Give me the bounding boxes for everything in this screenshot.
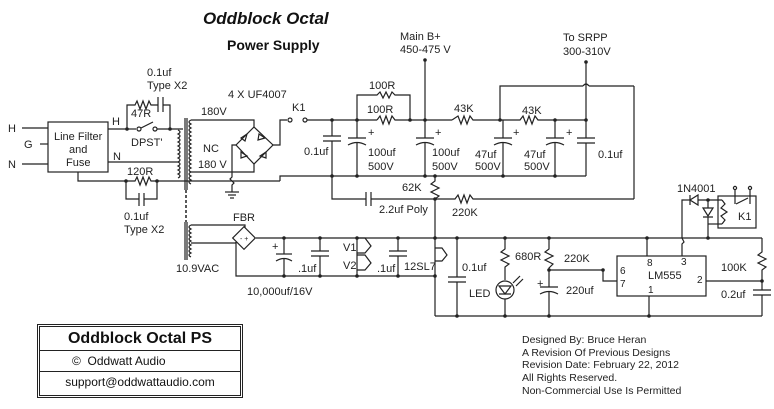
cap-heater-a-label: .1uf bbox=[298, 263, 317, 275]
cap-47-b-value: 47uf bbox=[524, 149, 546, 161]
title-block-company: Oddwatt Audio bbox=[87, 354, 166, 368]
cap-47-a-voltage: 500V bbox=[475, 161, 501, 173]
heater-v2-label: V2 bbox=[343, 260, 356, 272]
cap-01-a-label: 0.1uf bbox=[304, 146, 329, 158]
cap-47-b-voltage: 500V bbox=[524, 161, 550, 173]
credit-line: Non-Commercial Use Is Permitted bbox=[522, 384, 682, 397]
relay-delay-timer: 0.1uf 680R LED + 220K 220uf LM555 8 3 6 … bbox=[435, 183, 771, 318]
filter-out-n-label: N bbox=[113, 151, 121, 163]
led-label: LED bbox=[469, 288, 490, 300]
snubber-cap-value: 0.1uf bbox=[147, 67, 172, 79]
pin-2-label: 2 bbox=[697, 275, 703, 286]
relay-coil-label: K1 bbox=[738, 211, 751, 223]
switch-label: DPST' bbox=[131, 137, 162, 149]
ground-res-label: 120R bbox=[127, 166, 153, 178]
res-43k-b-label: 43K bbox=[522, 105, 542, 117]
secondary-top-label: 180V bbox=[201, 106, 227, 118]
bridge-minus-sign: - + bbox=[240, 236, 248, 243]
heater-circuit: 10.9VAC - + FBR + 10,000uf/16V .1uf V1 V… bbox=[176, 212, 448, 298]
title-block: Oddblock Octal PS © Oddwatt Audio suppor… bbox=[37, 324, 243, 398]
schematic-title: Oddblock Octal bbox=[203, 9, 330, 28]
pin-7-label: 7 bbox=[620, 279, 626, 290]
filter-label-1: Line Filter bbox=[54, 131, 103, 143]
filter-label-3: Fuse bbox=[66, 157, 90, 169]
filter-out-h-label: H bbox=[112, 116, 120, 128]
line-filter: Line Filter and Fuse H N bbox=[47, 116, 121, 173]
cap-poly-label: 2.2uf Poly bbox=[379, 204, 428, 216]
title-block-email: support@oddwattaudio.com bbox=[65, 375, 215, 389]
copyright-icon: © bbox=[72, 354, 81, 368]
diode-1n4001-label: 1N4001 bbox=[677, 183, 716, 195]
srpp-voltage: 300-310V bbox=[563, 46, 611, 58]
cap-47-a-value: 47uf bbox=[475, 149, 497, 161]
tube-label: 12SL7 bbox=[404, 261, 436, 273]
mains-n-label: N bbox=[8, 159, 16, 171]
secondary-bottom-label: 180 V bbox=[198, 159, 227, 171]
primary-switch-network: 0.1uf Type X2 47R DPST' bbox=[108, 67, 187, 163]
bridge-rectifier: 4 X UF4007 K1 bbox=[225, 89, 308, 199]
srpp-label: To SRPP bbox=[563, 32, 608, 44]
res-100r-a-label: 100R bbox=[369, 80, 395, 92]
mains-g-label: G bbox=[24, 139, 33, 151]
plus-sign: + bbox=[368, 127, 374, 139]
heater-secondary-label: 10.9VAC bbox=[176, 263, 219, 275]
main-b-voltage: 450-475 V bbox=[400, 44, 451, 56]
title-block-company-row: © Oddwatt Audio bbox=[40, 351, 240, 372]
schematic-subtitle: Power Supply bbox=[227, 37, 320, 53]
res-220k-b-label: 220K bbox=[564, 253, 590, 265]
credit-line: Designed By: Bruce Heran bbox=[522, 334, 647, 346]
credit-line: All Rights Reserved. bbox=[522, 372, 618, 385]
cap-100-b-voltage: 500V bbox=[432, 161, 458, 173]
timer-ic-label: LM555 bbox=[648, 270, 682, 282]
credit-line: Revision Date: February 22, 2012 bbox=[522, 359, 680, 372]
fbr-label: FBR bbox=[233, 212, 255, 224]
cap-10000-label: 10,000uf/16V bbox=[247, 286, 313, 298]
ground-cap-type: Type X2 bbox=[124, 224, 164, 236]
plus-sign: + bbox=[435, 127, 441, 139]
plus-sign: + bbox=[513, 127, 519, 139]
pin-8-label: 8 bbox=[647, 258, 653, 269]
hv-return-rail: 62K 2.2uf Poly 220K bbox=[279, 174, 634, 316]
cap-100-a-value: 100uf bbox=[368, 147, 396, 159]
heater-v1-label: V1 bbox=[343, 242, 356, 254]
res-100k-label: 100K bbox=[721, 262, 747, 274]
snubber-res-label: 47R bbox=[131, 108, 151, 120]
credit-line: A Revision Of Previous Designs bbox=[522, 346, 671, 359]
cap-100-b-value: 100uf bbox=[432, 147, 460, 159]
cap-01-b-label: 0.1uf bbox=[598, 149, 623, 161]
cap-220-label: 220uf bbox=[566, 285, 594, 297]
plus-sign: + bbox=[272, 241, 278, 253]
plus-sign: + bbox=[566, 127, 572, 139]
pin-3-label: 3 bbox=[681, 257, 687, 268]
b-plus-rail: 100R 100R 43K 43K Main B+ 450-475 V To S… bbox=[307, 31, 635, 199]
mains-h-label: H bbox=[8, 123, 16, 135]
mains-input: H G N bbox=[8, 123, 48, 171]
secondary-center-label: NC bbox=[203, 143, 219, 155]
res-43k-a-label: 43K bbox=[454, 103, 474, 115]
res-100r-b-label: 100R bbox=[367, 104, 393, 116]
credits-block: Designed By: Bruce Heran A Revision Of P… bbox=[522, 334, 681, 398]
res-680r-label: 680R bbox=[515, 251, 541, 263]
pin-6-label: 6 bbox=[620, 266, 626, 277]
power-transformer: 180V NC 180 V bbox=[176, 106, 255, 222]
pin-1-label: 1 bbox=[648, 285, 654, 296]
res-62k-label: 62K bbox=[402, 182, 422, 194]
rectifier-label: 4 X UF4007 bbox=[228, 89, 287, 101]
main-b-label: Main B+ bbox=[400, 31, 441, 43]
cap-100-a-voltage: 500V bbox=[368, 161, 394, 173]
filter-label-2: and bbox=[69, 144, 87, 156]
cap-heater-b-label: .1uf bbox=[377, 263, 396, 275]
cap-02-label: 0.2uf bbox=[721, 289, 746, 301]
cap-01-c-label: 0.1uf bbox=[462, 262, 487, 274]
res-220k-a-label: 220K bbox=[452, 207, 478, 219]
plus-sign: + bbox=[537, 278, 543, 290]
filter-capacitors: 0.1uf + 100uf 500V + 100uf 500V + 47uf 5… bbox=[304, 120, 623, 176]
ground-network: 120R 0.1uf Type X2 bbox=[77, 166, 280, 236]
title-block-name: Oddblock Octal PS bbox=[40, 327, 240, 351]
snubber-cap-type: Type X2 bbox=[147, 80, 187, 92]
relay-contact-label: K1 bbox=[292, 102, 305, 114]
ground-cap-value: 0.1uf bbox=[124, 211, 149, 223]
